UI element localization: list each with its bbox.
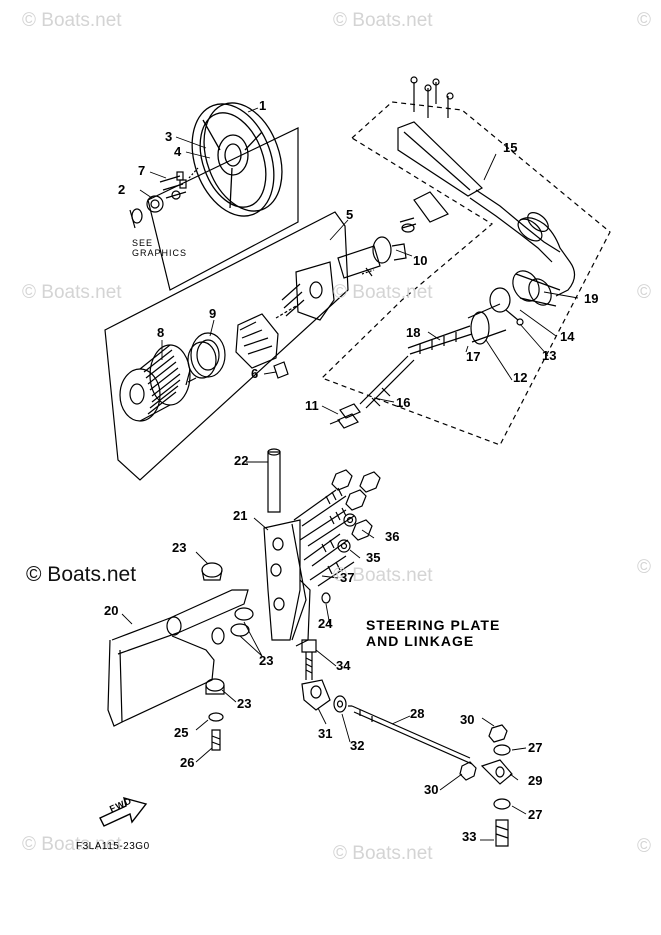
helm-shaft [337,217,417,279]
see-graphics-line1: SEE [132,238,154,248]
callout-10: 10 [413,253,428,268]
bolts-top [410,76,454,118]
cable-17-18 [359,303,507,409]
callout-24: 24 [318,616,333,631]
callout-26: 26 [180,755,195,770]
nuts-30 [459,724,508,781]
callout-18: 18 [406,325,421,340]
callout-35: 35 [366,550,381,565]
watermark-text: © Boats.net [333,282,433,303]
callout-16: 16 [396,395,411,410]
cable-housing-15 [397,121,576,297]
callout-19: 19 [584,291,599,306]
callout-5: 5 [346,207,354,222]
callout-8: 8 [157,325,165,340]
callout-4: 4 [174,144,182,159]
washer-25-bolt-26 [208,712,224,751]
watermark-text: © [637,836,651,857]
helm-unit-panel [104,211,349,481]
bracket-21 [263,519,311,647]
callout-23a: 23 [172,540,187,555]
callout-22: 22 [234,453,249,468]
callout-37: 37 [340,570,355,585]
callout-11: 11 [305,398,319,413]
springs-37 [293,487,355,587]
clamp-14 [489,287,524,326]
watermark-text: © Boats.net [22,282,122,303]
see-graphics-line2: GRAPHICS [132,248,188,258]
watermark-text: © Boats.net [333,10,433,31]
callout-2: 2 [118,182,126,197]
callout-13: 13 [542,348,557,363]
callout-6: 6 [251,366,259,381]
cable-assembly-panel [320,101,611,446]
forward-arrow-shape [99,797,148,827]
callout-29: 29 [528,773,543,788]
callout-33: 33 [462,829,477,844]
callout-27a: 27 [528,740,543,755]
callout-30b: 30 [424,782,439,797]
helm-bearing [185,332,226,386]
callout-20: 20 [104,603,119,618]
collar-23 [201,562,254,695]
watermark-text: © [637,282,651,303]
watermark-text: © Boats.net [22,10,122,31]
helm-plate-6 [273,361,289,379]
callout-7: 7 [138,163,146,178]
fitting-11 [329,403,361,429]
watermark-text: © Boats.net [22,834,122,855]
washers-35 [337,513,357,553]
callout-14: 14 [560,329,575,344]
watermark-text: © Boats.net [333,565,433,586]
callout-34: 34 [336,658,351,673]
wheel-bolts [159,171,187,200]
pin-22 [267,448,281,513]
watermark-text: © [637,557,651,578]
diagram-title-line1: STEERING PLATE [366,617,501,633]
callout-23b: 23 [259,653,274,668]
watermark-text: © [637,10,651,31]
callout-21: 21 [233,508,248,523]
rod-end-29 [480,759,513,785]
callout-15: 15 [503,140,518,155]
callout-17: 17 [466,349,481,364]
helm-hub [119,344,191,422]
pin-24 [321,592,331,604]
wheel-cap [129,195,164,229]
bolt-33 [495,819,509,847]
callout-23c: 23 [237,696,252,711]
washers-27 [493,744,511,810]
callout-31: 31 [318,726,333,741]
callout-3: 3 [165,129,173,144]
boot-19 [512,270,561,307]
washer-32 [333,695,347,713]
callout-28: 28 [410,706,425,721]
joint-31 [301,679,331,711]
steering-wheel [191,102,283,217]
diagram-title-line2: AND LINKAGE [366,633,475,649]
callout-36: 36 [385,529,400,544]
tie-rod-28 [348,705,473,765]
watermark-text: © Boats.net [333,843,433,864]
drawing-code: F3LA115-23G0 [76,841,150,852]
nuts-36 [331,469,381,541]
callout-25: 25 [174,725,189,740]
callout-12: 12 [513,370,528,385]
callout-32: 32 [350,738,365,753]
steering-arm-20 [107,589,249,727]
callout-9: 9 [209,306,217,321]
watermark-text: © Boats.net [26,563,137,586]
callout-27b: 27 [528,807,543,822]
callout-30a: 30 [460,712,475,727]
helm-gear-body [235,261,335,369]
leader-lines [121,107,579,841]
callout-1: 1 [259,98,267,113]
bolt-34 [301,639,317,680]
